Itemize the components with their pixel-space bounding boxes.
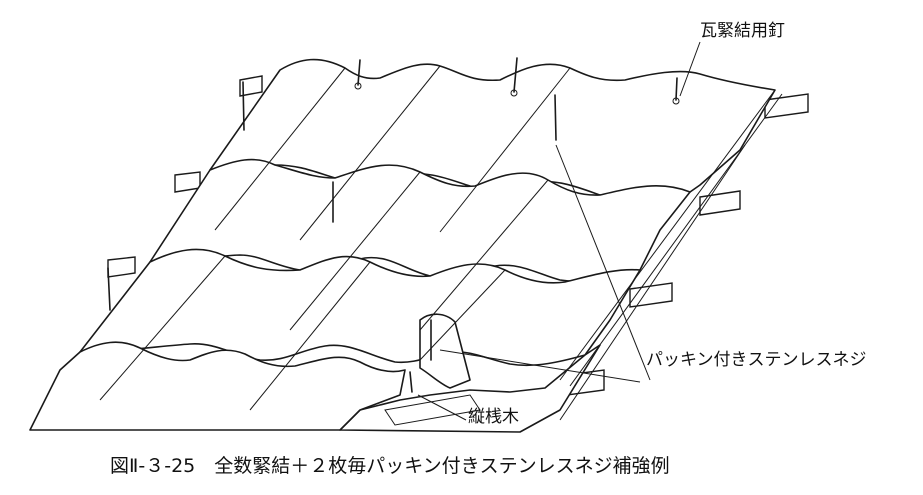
nail — [513, 57, 518, 93]
nail — [675, 77, 678, 101]
figure-caption: 図Ⅱ-３-25 全数緊結＋２枚毎パッキン付きステンレスネジ補強例 — [110, 455, 670, 477]
tile — [29, 341, 406, 431]
screw-label: パッキン付きステンレスネジ — [646, 350, 867, 370]
nail-label: 瓦緊結用釘 — [700, 21, 785, 41]
screw — [554, 94, 557, 141]
batten-stub — [107, 256, 136, 278]
batten-label: 縦桟木 — [468, 407, 519, 427]
tile-seams — [99, 65, 783, 421]
batten-stub — [764, 93, 809, 119]
nail-head — [354, 82, 362, 90]
batten-stub — [174, 171, 201, 193]
nail-head — [510, 89, 518, 97]
tile — [339, 344, 601, 433]
vertical-batten — [384, 394, 481, 426]
tile-field — [29, 58, 776, 433]
leader-lines — [417, 41, 701, 421]
nail — [107, 267, 111, 311]
screw-leader — [555, 144, 651, 381]
nail-head — [672, 97, 680, 105]
batten-stub — [239, 75, 263, 97]
nail — [409, 371, 413, 393]
nail — [242, 81, 245, 131]
fasteners — [107, 57, 680, 393]
screw-leader — [439, 349, 641, 383]
nail — [357, 59, 361, 86]
batten-leader — [417, 394, 467, 421]
nail-leader — [679, 41, 701, 97]
